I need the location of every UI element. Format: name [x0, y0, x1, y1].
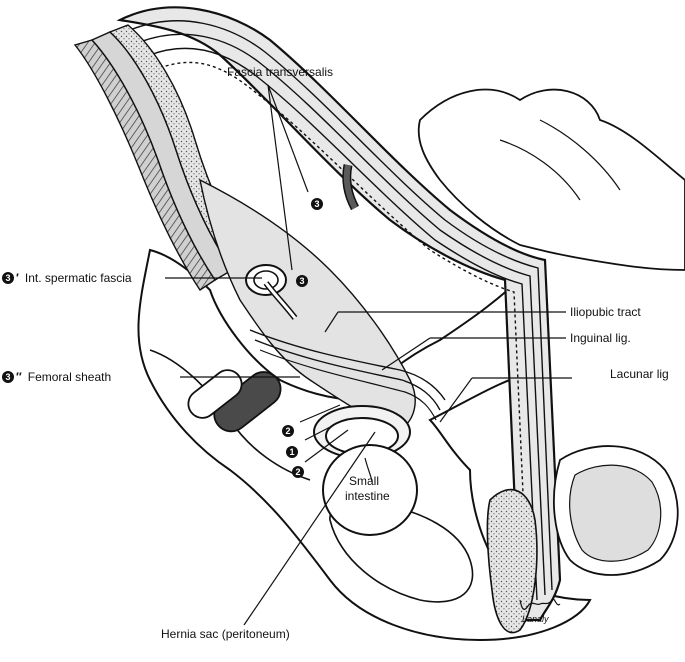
label-femoral-sheath: Femoral sheath	[27, 370, 112, 384]
marker-2-upper: 2	[282, 425, 294, 437]
marker-3-upper: 3	[311, 198, 323, 210]
label-small-intestine-1: Small	[349, 474, 380, 488]
marker-3-middle: 3	[296, 275, 308, 287]
label-int-spermatic-fascia: Int. spermatic fascia	[24, 271, 132, 285]
label-fascia-transversalis: Fascia transversalis	[227, 65, 334, 79]
label-lacunar-lig: Lacunar lig	[610, 367, 669, 381]
leader-lines	[165, 84, 572, 626]
marker-3-prime: 3	[2, 272, 14, 284]
label-signature: Lanaly	[522, 614, 549, 624]
bowel-top	[417, 88, 685, 271]
abdominal-wall-layer-4	[159, 61, 529, 606]
label-int-spermatic-fascia-group: 3′ Int. spermatic fascia	[2, 271, 132, 285]
label-hernia-sac: Hernia sac (peritoneum)	[161, 627, 290, 641]
intestine-hair	[364, 457, 373, 483]
label-inguinal-lig: Inguinal lig.	[570, 331, 631, 345]
label-iliopubic-tract: Iliopubic tract	[570, 305, 641, 319]
bladder-inner	[569, 464, 662, 562]
deep-ring-inner	[253, 270, 279, 290]
label-small-intestine-2: intestine	[345, 489, 390, 503]
inferior-epigastric-vessel-fill	[343, 164, 358, 210]
spermatic-cord-fill	[264, 282, 297, 319]
abdominal-wall-layer-3	[149, 47, 538, 601]
small-intestine	[322, 444, 418, 536]
marker-3-double-prime: 3	[2, 371, 14, 383]
marker-1: 1	[286, 446, 298, 458]
femoral-artery	[187, 369, 243, 419]
marker-2-lower: 2	[292, 466, 304, 478]
prime-mark: ′	[16, 271, 19, 285]
iliopubic-band-2	[254, 339, 441, 411]
bowel-fold	[499, 119, 621, 201]
artist-signature	[519, 598, 561, 610]
iliopubic-band	[249, 329, 446, 401]
abdominal-wall-layer-2	[139, 33, 546, 596]
abdominal-wall-layer-1	[129, 20, 553, 591]
abdominal-wall-outer	[116, 6, 562, 622]
inguinal-band	[259, 349, 437, 421]
label-femoral-sheath-group: 3″ Femoral sheath	[2, 370, 111, 384]
rectus-lower	[486, 488, 538, 634]
double-prime-mark: ″	[16, 370, 22, 384]
